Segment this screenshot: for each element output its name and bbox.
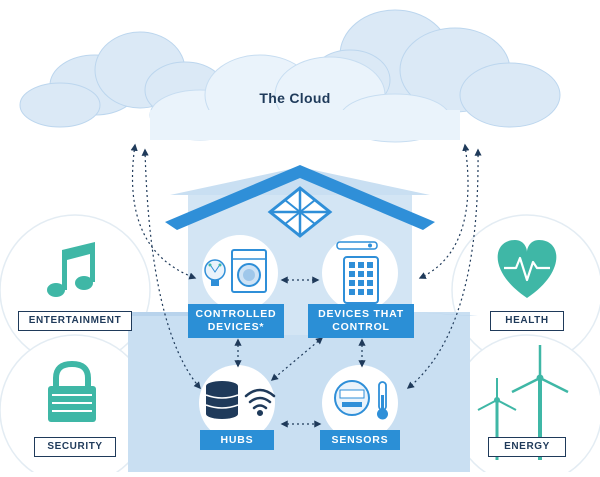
washing-machine-icon (231, 249, 267, 293)
cloud-title: The Cloud (259, 90, 331, 106)
sensors-label: SENSORS (320, 430, 400, 450)
attic-window (267, 186, 333, 238)
remote-icon (336, 241, 378, 250)
meter-icon (334, 380, 370, 416)
security-label: SECURITY (34, 437, 116, 457)
controlled-devices-label-line1: CONTROLLED (195, 308, 277, 320)
sensors-label-text: SENSORS (331, 433, 389, 446)
hubs-label-text: HUBS (220, 433, 254, 446)
lock-icon (48, 360, 96, 422)
devices-that-control-label-line2: CONTROL (332, 321, 390, 333)
controlled-devices-label: CONTROLLED DEVICES* (188, 304, 284, 338)
hubs-label: HUBS (200, 430, 274, 450)
devices-that-control-label-line1: DEVICES THAT (318, 308, 404, 320)
thermometer-icon (377, 381, 388, 420)
health-label: HEALTH (490, 311, 564, 331)
lightbulb-icon (204, 259, 226, 286)
devices-that-control-label: DEVICES THAT CONTROL (308, 304, 414, 338)
controlled-devices-label-line2: DEVICES* (207, 321, 265, 333)
database-icon (205, 381, 239, 419)
energy-label: ENERGY (488, 437, 566, 457)
cloud-shape (19, 9, 561, 143)
music-note-icon (47, 242, 95, 297)
house (120, 165, 478, 472)
wifi-icon (244, 388, 276, 417)
entertainment-label: ENTERTAINMENT (18, 311, 132, 331)
phone-icon (343, 256, 379, 304)
heart-icon (497, 240, 557, 298)
connector-lines (130, 143, 482, 428)
